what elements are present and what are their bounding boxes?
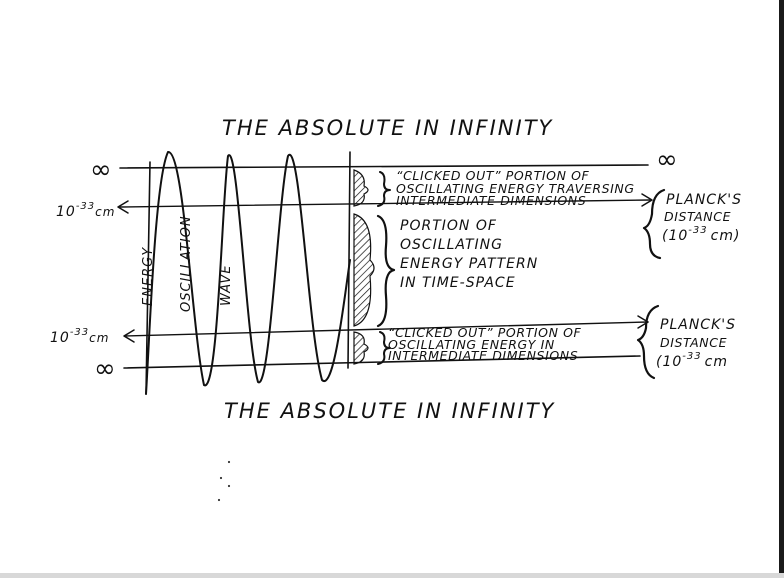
upper-note-line1: “CLICKED OUT” PORTION OF [396,168,590,183]
infinity-bottom-left: ∞ [94,354,116,384]
upper-left-arrowhead [117,200,129,214]
middle-hatched-bracket [353,213,375,327]
upper-left-distance: 10-33cm [56,201,115,220]
upper-note-line3: INTERMEDIATE DIMENSIONS [396,193,586,208]
infinity-top-left: ∞ [90,155,112,185]
lower-brace [377,331,391,365]
planck-lower-brace [636,304,660,380]
lower-hatched-bracket [353,331,369,365]
lower-note-line2: OSCILLATING ENERGY IN [388,337,555,352]
planck-lower-line2: DISTANCE [660,335,727,350]
middle-brace [376,214,396,328]
top-title: THE ABSOLUTE IN INFINITY [222,116,554,140]
oscillation-label: OSCILLATION [179,215,194,312]
planck-upper-line1: PLANCK'S [666,192,742,208]
left-vertical-line [145,161,151,395]
lower-left-arrowhead [123,329,135,343]
speck-4 [217,498,221,502]
lower-note-line3: INTERMEDIATE DIMENSIONS [388,348,578,363]
middle-note-line1: PORTION OF [400,218,497,234]
oscillation-wave [145,150,351,395]
scan-edge-right [779,0,784,578]
speck-2 [219,476,223,480]
lower-planck-line [125,321,649,337]
planck-upper-brace [642,188,666,260]
planck-upper-line2: DISTANCE [664,209,731,224]
top-infinity-line [119,164,649,169]
lower-note-line1: “CLICKED OUT” PORTION OF [388,325,582,340]
middle-note-line4: IN TIME-SPACE [400,275,516,291]
planck-lower-line1: PLANCK'S [660,317,736,333]
upper-hatched-bracket [353,169,369,207]
energy-label: ENERGY [141,247,156,306]
scan-edge-bottom [0,573,784,578]
upper-brace [377,171,391,207]
speck-1 [227,460,231,464]
bottom-title: THE ABSOLUTE IN INFINITY [224,399,556,423]
upper-note-line2: OSCILLATING ENERGY TRAVERSING [396,181,635,196]
upper-planck-line [119,199,651,208]
middle-note-line2: OSCILLATING [400,237,503,253]
speck-3 [227,484,231,488]
wave-label: WAVE [219,264,234,306]
lower-right-arrowhead [637,315,649,329]
middle-note-line3: ENERGY PATTERN [400,256,538,272]
upper-right-arrowhead [641,193,653,207]
lower-left-distance: 10-33cm [50,327,109,346]
infinity-top-right: ∞ [656,145,678,175]
